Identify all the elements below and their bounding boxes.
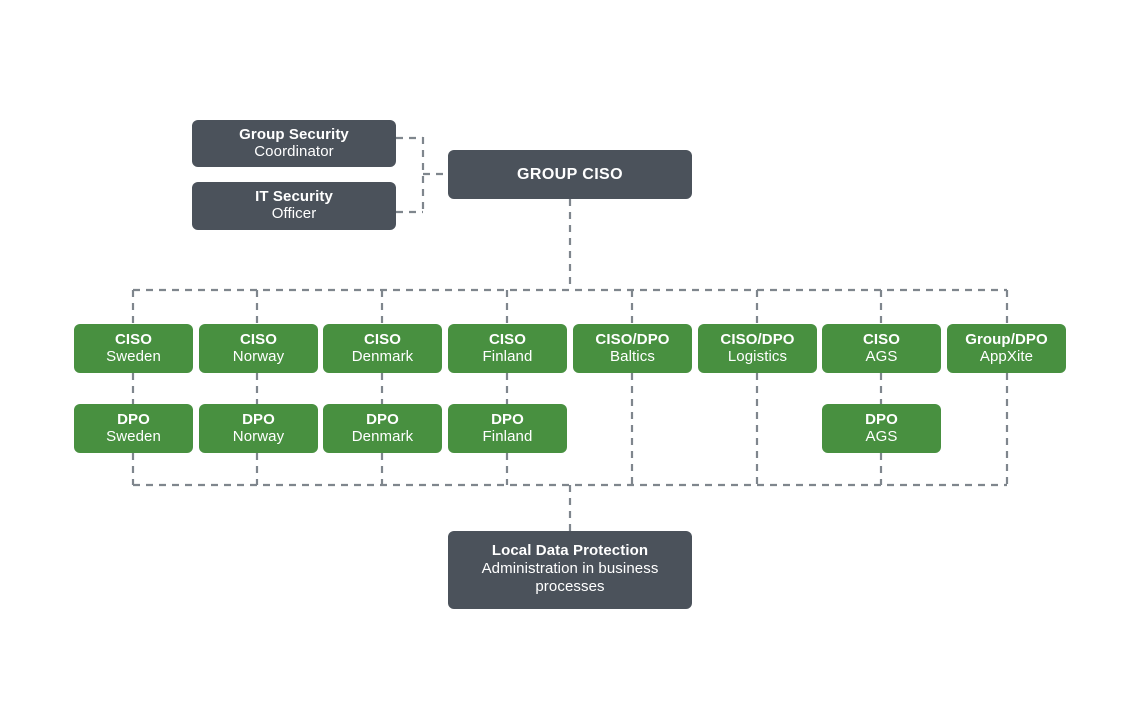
node-local-data-protection[interactable]: Local Data Protection Administration in … [448,531,692,609]
node-subtitle: Finland [482,427,533,445]
node-it-security-officer[interactable]: IT Security Officer [192,182,396,230]
node-title: DPO [491,410,524,428]
node-title: CISO [862,330,901,348]
node-title: GROUP CISO [517,165,623,183]
node-title: DPO [117,410,150,428]
node-subtitle: Logistics [727,347,788,365]
node-title: Local Data Protection [491,541,649,559]
node-ciso-denmark[interactable]: CISO Denmark [323,324,442,373]
node-ciso-dpo-logistics[interactable]: CISO/DPO Logistics [698,324,817,373]
node-title: CISO [239,330,278,348]
node-group-ciso[interactable]: GROUP CISO [448,150,692,199]
node-dpo-finland[interactable]: DPO Finland [448,404,567,453]
node-subtitle: Coordinator [254,142,334,160]
node-ciso-ags[interactable]: CISO AGS [822,324,941,373]
node-title: CISO [363,330,402,348]
node-subtitle: AGS [865,427,898,445]
node-dpo-sweden[interactable]: DPO Sweden [74,404,193,453]
node-ciso-dpo-baltics[interactable]: CISO/DPO Baltics [573,324,692,373]
node-subtitle: AppXite [979,347,1034,365]
node-dpo-norway[interactable]: DPO Norway [199,404,318,453]
node-subtitle: Sweden [106,347,161,365]
node-subtitle: Denmark [351,427,414,445]
node-title: DPO [366,410,399,428]
node-subtitle: Denmark [351,347,414,365]
node-ciso-norway[interactable]: CISO Norway [199,324,318,373]
node-subtitle: Norway [232,427,285,445]
node-title: Group Security [239,125,349,143]
node-subtitle: Baltics [610,347,655,365]
node-subtitle: Finland [482,347,533,365]
node-subtitle: Administration in business processes [481,559,659,596]
node-title: CISO/DPO [595,330,670,348]
node-subtitle: Norway [232,347,285,365]
node-ciso-sweden[interactable]: CISO Sweden [74,324,193,373]
node-title: DPO [865,410,898,428]
node-dpo-denmark[interactable]: DPO Denmark [323,404,442,453]
node-group-dpo-appxite[interactable]: Group/DPO AppXite [947,324,1066,373]
node-title: CISO [114,330,153,348]
node-title: IT Security [255,188,333,206]
node-ciso-finland[interactable]: CISO Finland [448,324,567,373]
node-title: CISO/DPO [720,330,795,348]
node-group-security-coordinator[interactable]: Group Security Coordinator [192,120,396,167]
node-title: Group/DPO [965,330,1048,348]
node-dpo-ags[interactable]: DPO AGS [822,404,941,453]
node-subtitle: AGS [865,347,898,365]
node-subtitle: Sweden [106,427,161,445]
node-title: DPO [242,410,275,428]
node-title: CISO [488,330,527,348]
node-subtitle: Officer [271,205,317,222]
